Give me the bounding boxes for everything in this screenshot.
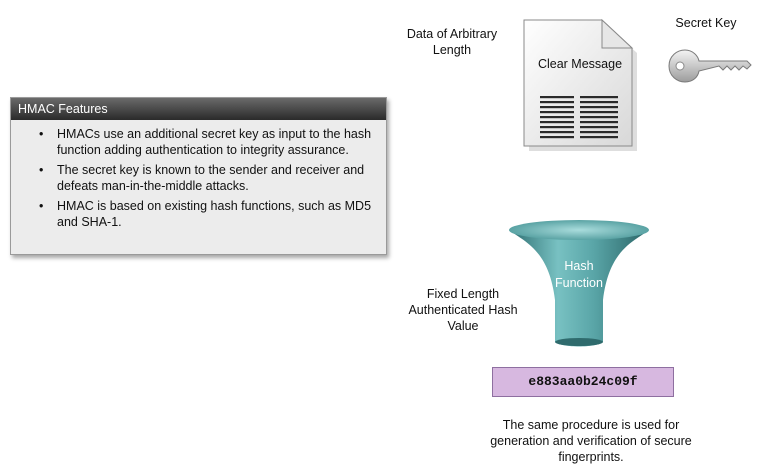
- feature-text: The secret key is known to the sender an…: [57, 163, 365, 193]
- list-item: • The secret key is known to the sender a…: [39, 162, 374, 194]
- feature-text: HMACs use an additional secret key as in…: [57, 127, 372, 157]
- secret-key-label: Secret Key: [675, 16, 737, 30]
- data-arbitrary-length-label: Data of Arbitrary Length: [406, 27, 498, 57]
- bullet-icon: •: [39, 163, 44, 177]
- hash-function-label: Hash Function: [555, 259, 603, 290]
- features-list: • HMACs use an additional secret key as i…: [11, 120, 386, 230]
- clear-message-label: Clear Message: [537, 57, 623, 71]
- bullet-icon: •: [39, 199, 44, 213]
- procedure-note: The same procedure is used for generatio…: [490, 418, 692, 464]
- panel-title: HMAC Features: [11, 98, 386, 120]
- bullet-icon: •: [39, 127, 44, 141]
- hmac-features-panel: HMAC Features • HMACs use an additional s…: [10, 97, 387, 255]
- list-item: • HMAC is based on existing hash function…: [39, 198, 374, 230]
- funnel-icon: [509, 220, 649, 347]
- hash-value-box: e883aa0b24c09f: [492, 367, 674, 397]
- document-icon: [523, 18, 637, 151]
- list-item: • HMACs use an additional secret key as i…: [39, 126, 374, 158]
- key-icon: [668, 49, 752, 83]
- fixed-length-label: Fixed Length Authenticated Hash Value: [408, 287, 518, 333]
- feature-text: HMAC is based on existing hash functions…: [57, 199, 372, 229]
